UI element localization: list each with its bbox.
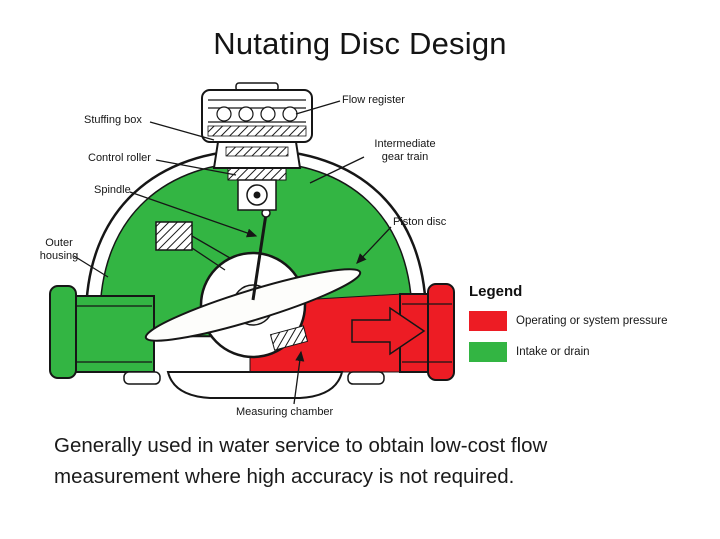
page-title: Nutating Disc Design [213, 26, 507, 61]
flow-arrow [351, 306, 426, 356]
label-measuring-chamber: Measuring chamber [236, 406, 334, 418]
intake-color-swatch [469, 342, 507, 362]
pressure-color-swatch [469, 311, 507, 331]
legend-item-label: Intake or drain [516, 346, 590, 358]
bottom-casing [166, 371, 344, 399]
leader-spindle [129, 191, 258, 238]
label-control-roller: Control roller [88, 152, 151, 164]
label-spindle: Spindle [94, 184, 131, 196]
leader-measuring-chamber [293, 350, 305, 405]
stuffing-box-band [227, 167, 287, 181]
legend-item-label: Operating or system pressure [516, 315, 668, 327]
label-piston-disc: Piston disc [393, 216, 447, 228]
gear-wheel [246, 184, 268, 206]
neck-hatch [225, 146, 289, 157]
leader-outer-housing [73, 255, 109, 278]
slide-caption: Generally used in water service to obtai… [54, 434, 548, 488]
leader-piston-disc [356, 226, 392, 264]
register-gear-3 [260, 106, 276, 122]
spindle-rod [251, 213, 268, 301]
legend-item-pressure: Operating or system pressure [469, 311, 715, 331]
label-outer-housing: Outer housing [39, 237, 79, 262]
legend-item-intake: Intake or drain [469, 342, 715, 362]
piston-disc-shape [144, 268, 362, 342]
leader-flow-register [295, 100, 341, 115]
legend: Legend Operating or system pressure Inta… [469, 283, 715, 362]
leader-stuffing-box [149, 121, 215, 141]
control-roller-block [155, 221, 193, 251]
register-gear-4 [282, 106, 298, 122]
outlet-flange [427, 283, 455, 381]
label-flow-register: Flow register [342, 94, 405, 106]
leader-control-roller [155, 159, 237, 176]
register-gear-2 [238, 106, 254, 122]
label-intermediate-gear-train: Intermediate gear train [374, 138, 436, 163]
label-stuffing-box: Stuffing box [84, 114, 142, 126]
foot-left [123, 371, 161, 385]
register-hatch-band [207, 125, 307, 137]
legend-title: Legend [469, 283, 523, 300]
chamber-hatch [269, 325, 309, 351]
intake-flange [49, 285, 77, 379]
foot-right [347, 371, 385, 385]
intake-pipe [73, 295, 155, 373]
gear-hub [253, 191, 261, 199]
register-gear-1 [216, 106, 232, 122]
leader-gear-train [309, 156, 365, 184]
